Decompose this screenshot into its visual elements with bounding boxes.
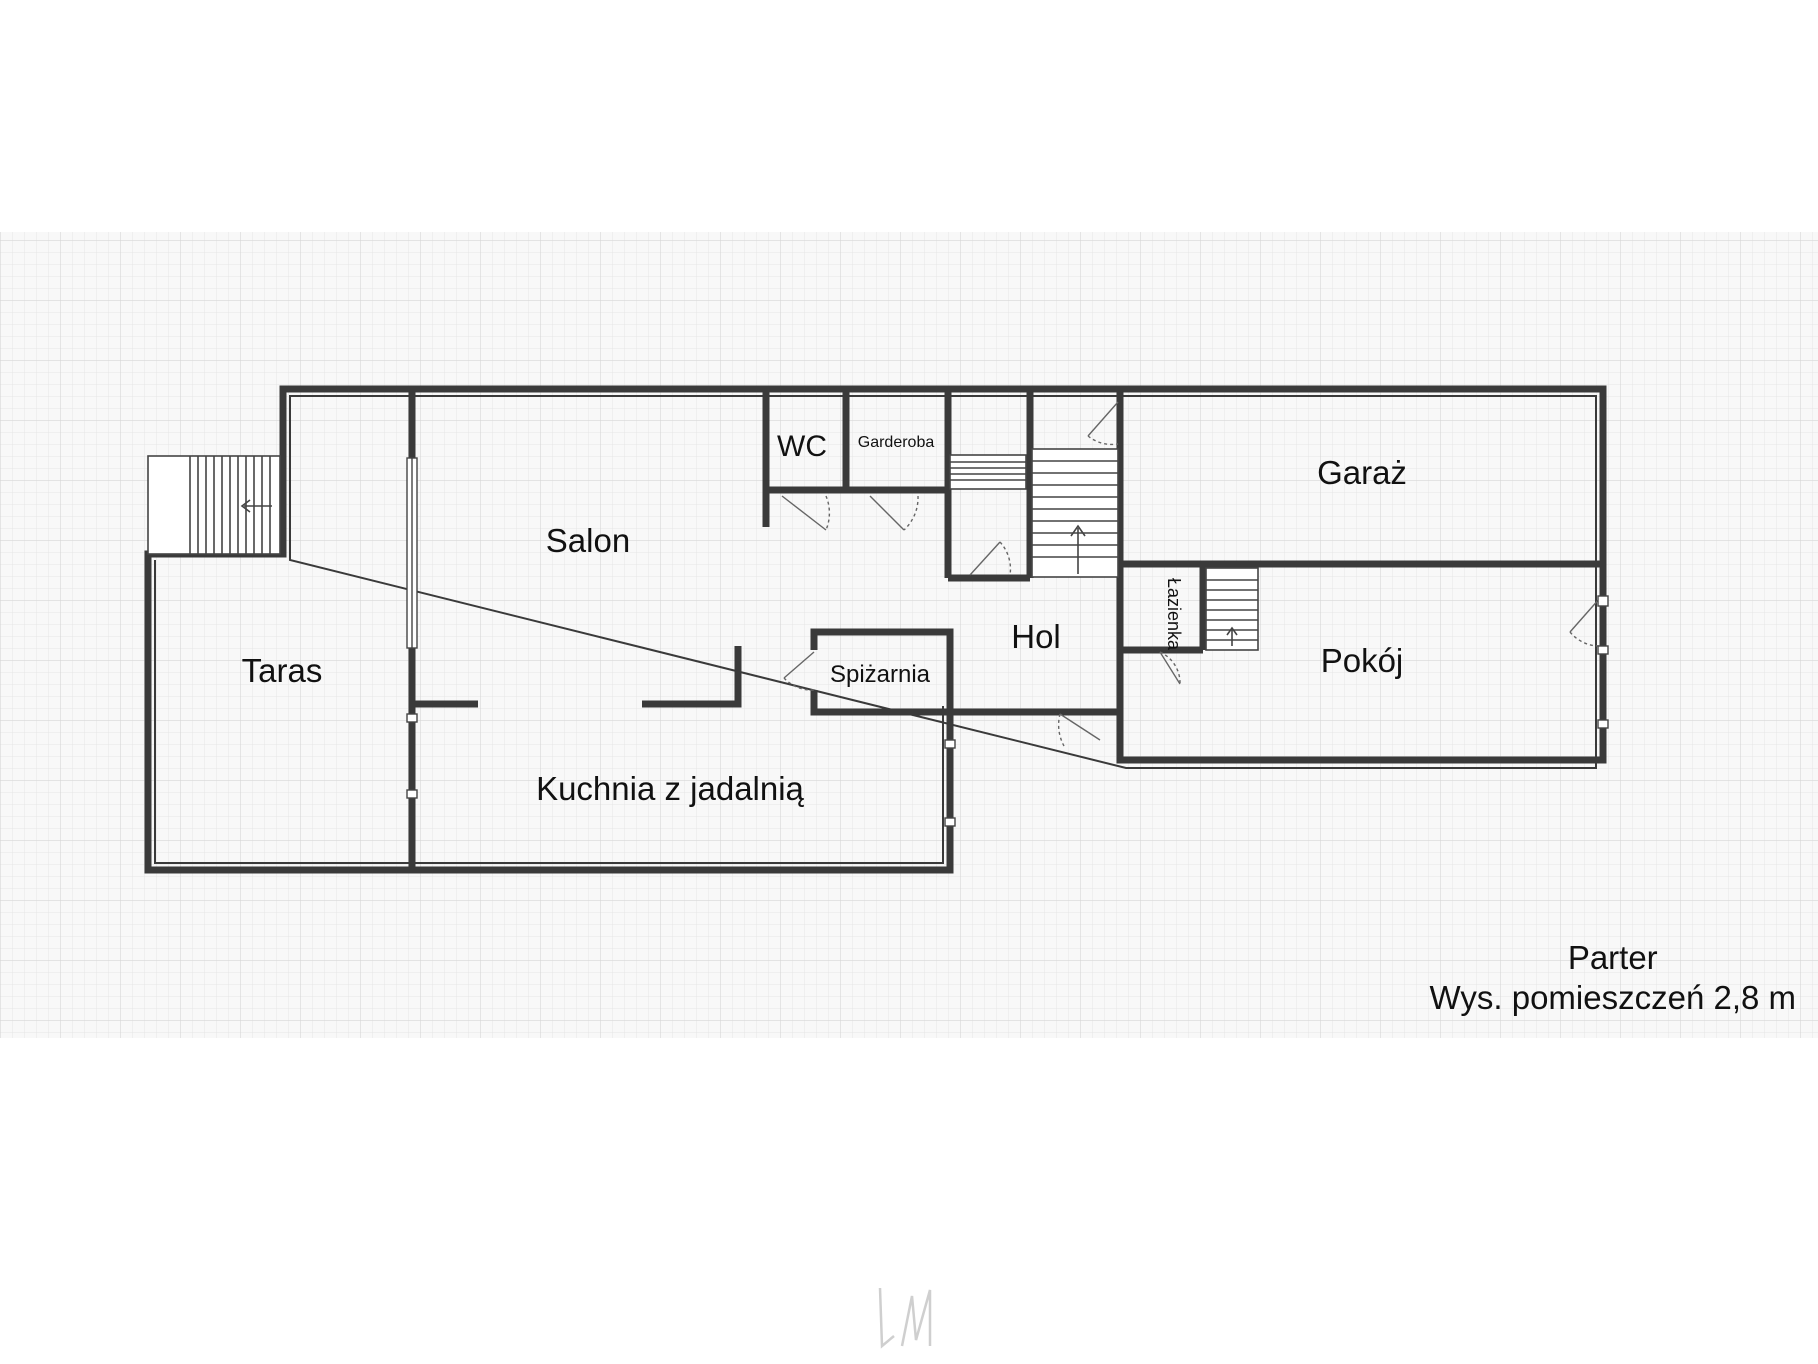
room-label-wc: WC	[777, 430, 827, 463]
room-label-taras: Taras	[242, 652, 323, 689]
room-label-pokoj: Pokój	[1321, 642, 1404, 679]
logo-mark-icon	[878, 1287, 932, 1349]
room-label-hol: Hol	[1011, 618, 1061, 655]
hol-stair-treads	[1032, 460, 1118, 558]
room-label-kuchnia: Kuchnia z jadalnią	[536, 770, 804, 807]
room-label-garaz: Garaż	[1317, 454, 1407, 491]
walls	[144, 385, 1607, 874]
window-icon	[406, 457, 1609, 827]
wall-kitchen-partial-right	[642, 646, 742, 708]
taras-stair-treads	[189, 456, 271, 554]
room-label-garderoba: Garderoba	[858, 434, 935, 451]
caption-floor: Parter	[1567, 939, 1658, 976]
room-label-lazienka: Łazienka	[1164, 578, 1184, 651]
wall-spizarnia	[810, 628, 954, 716]
room-label-spizarnia: Spiżarnia	[830, 661, 931, 688]
outer-wall	[144, 385, 1607, 874]
caption-height: Wys. pomieszczeń 2,8 m	[1429, 979, 1796, 1016]
door-swing-icon	[781, 401, 1601, 747]
outer-wall-inner	[154, 395, 1597, 864]
plan-caption: Parter Wys. pomieszczeń 2,8 m	[1430, 938, 1796, 1018]
room-label-salon: Salon	[546, 522, 630, 559]
stairs-icon	[147, 448, 1259, 651]
